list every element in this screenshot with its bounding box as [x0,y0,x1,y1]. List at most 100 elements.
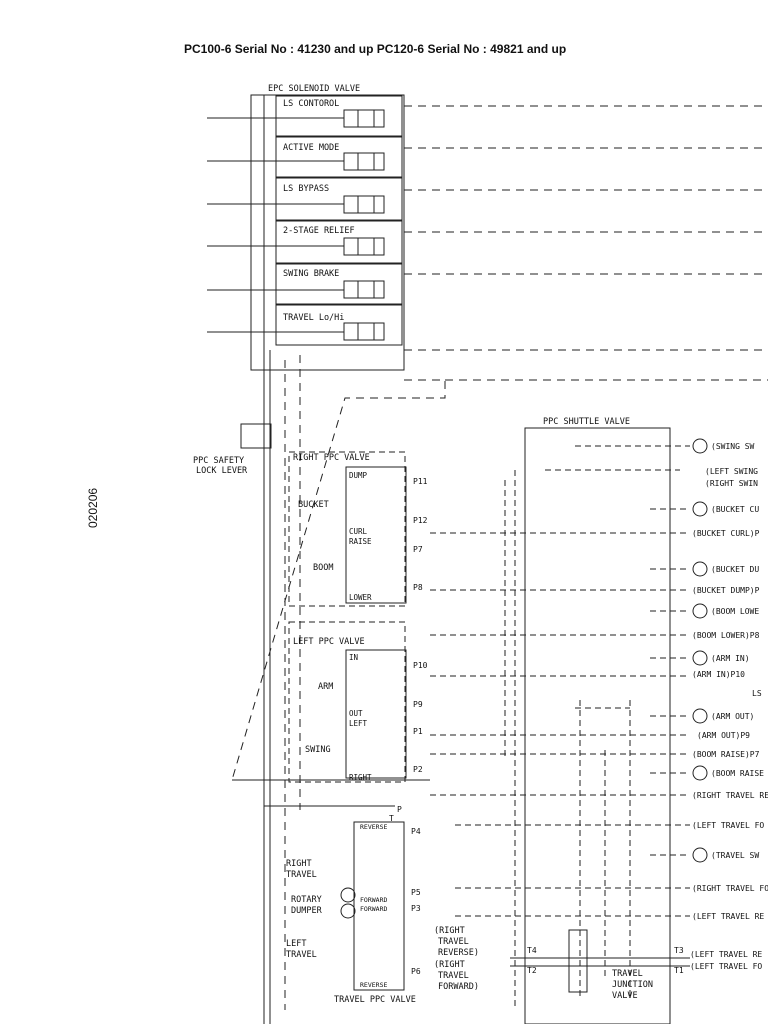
out-arm-out-sw: (ARM OUT) [711,712,754,721]
out-bucket-curl: (BUCKET CURL)P [692,529,760,538]
epc-inner-rows [275,95,403,346]
travel-label-3: ROTARY [291,895,322,905]
epc-row-2-stage-relief: 2-STAGE RELIEF [283,226,355,236]
out-right-travel-fwd: (RIGHT TRAVEL FO [692,884,768,893]
travel-box-forward-2: FORWARD [360,905,387,913]
rotary-dumper-bottom [340,903,356,919]
out-travel-sw: (TRAVEL SW [711,851,759,860]
junction-port-t3: T3 [674,946,684,955]
tp-label-p3: P3 [411,904,421,913]
left-ppc-body [345,649,407,779]
out-arm-in-sw: (ARM IN) [711,654,750,663]
arm-label: ARM [318,682,333,692]
supply-lines [232,95,430,1024]
swing-label: SWING [305,745,331,755]
junction-port-t2: T2 [527,966,537,975]
travel-note-5: TRAVEL [438,971,469,981]
p9-label: P9 [413,700,423,709]
page-title: PC100-6 Serial No : 41230 and up PC120-6… [184,42,567,56]
junction-port-t4: T4 [527,946,537,955]
out-left-travel-rev-2: (LEFT TRAVEL RE [690,950,762,959]
out-bucket-dump-sw: (BUCKET DU [711,565,759,574]
out-right-swing: (RIGHT SWIN [705,479,758,488]
travel-note-2: TRAVEL [438,937,469,947]
tp-label-p4: P4 [411,827,421,836]
p7-label: P7 [413,545,423,554]
out-right-travel-rev: (RIGHT TRAVEL RE [692,791,768,800]
shuttle-title: PPC SHUTTLE VALVE [543,417,630,427]
travel-label-4: DUMPER [291,906,323,916]
out-bucket-dump: (BUCKET DUMP)P [692,586,760,595]
p12-label: P12 [413,516,428,525]
shuttle-internal-lines [430,445,690,1010]
travel-label-2: TRAVEL [286,870,317,880]
out-arm-out: (ARM OUT)P9 [697,731,750,740]
out-bucket-curl-sw: (BUCKET CU [711,505,759,514]
safety-label-1: PPC SAFETY [193,456,244,466]
junction-port-t1: T1 [674,966,684,975]
right-ppc-title: RIGHT PPC VALVE [293,453,370,463]
pilot-lines [231,105,768,1010]
safety-lock-valve [240,423,272,449]
left-ppc-valve [288,621,406,783]
port-dump: DUMP [349,471,368,480]
left-ppc-title: LEFT PPC VALVE [293,637,365,647]
out-left-travel-rev: (LEFT TRAVEL RE [692,912,764,921]
out-swing-sw: (SWING SW [711,442,755,451]
travel-ppc-title: TRAVEL PPC VALVE [334,995,416,1005]
junction-label-2: JUNCTION [612,980,653,990]
port-raise: RAISE [349,537,372,546]
out-left-swing: (LEFT SWING [705,467,758,476]
port-right: RIGHT [349,773,372,782]
p8-label: P8 [413,583,423,592]
right-ppc-body [345,466,407,604]
travel-box-forward-1: FORWARD [360,896,387,904]
ppc-shuttle-valve [524,427,671,1024]
out-left-travel-fwd: (LEFT TRAVEL FO [692,821,764,830]
out-arm-in: (ARM IN)P10 [692,670,745,679]
out-ls: LS [752,689,762,698]
tp-label-p5: P5 [411,888,421,897]
travel-note-3: REVERSE) [438,948,479,958]
travel-note-6: FORWARD) [438,982,479,992]
p1-label: P1 [413,727,423,736]
epc-row-swing-brake: SWING BRAKE [283,269,339,279]
travel-note-1: (RIGHT [434,926,465,936]
shuttle-output-labels: (SWING SW (LEFT SWING (RIGHT SWIN (BUCKE… [690,442,768,971]
tp-label-p: P [397,805,402,814]
p11-label: P11 [413,477,428,486]
tp-label-p6: P6 [411,967,421,976]
out-boom-raise: (BOOM RAISE)P7 [692,750,760,759]
travel-junction-valve [568,929,588,993]
travel-note-4: (RIGHT [434,960,465,970]
junction-label-3: VALVE [612,991,638,1001]
epc-row-ls-bypass: LS BYPASS [283,184,329,194]
junction-label-1: TRAVEL [612,969,643,979]
safety-label-2: LOCK LEVER [196,466,248,476]
rotary-dumper-top [340,887,356,903]
travel-label-6: TRAVEL [286,950,317,960]
out-boom-raise-sw: (BOOM RAISE [711,769,764,778]
solenoid-input-lines [207,117,344,333]
port-left: LEFT [349,719,368,728]
pressure-switches [692,438,708,863]
epc-row-travel-lo-hi: TRAVEL Lo/Hi [283,313,344,323]
port-in: IN [349,653,358,662]
travel-box-reverse-2: REVERSE [360,981,387,989]
out-boom-lower: (BOOM LOWER)P8 [692,631,760,640]
epc-title: EPC SOLENOID VALVE [268,84,360,94]
out-left-travel-fwd-2: (LEFT TRAVEL FO [690,962,762,971]
port-lower: LOWER [349,593,372,602]
p10-label: P10 [413,661,428,670]
travel-box-reverse-1: REVERSE [360,823,387,831]
out-boom-lower-sw: (BOOM LOWE [711,607,759,616]
port-out: OUT [349,709,363,718]
travel-ppc-body [353,821,405,991]
travel-label-1: RIGHT [286,859,312,869]
epc-row-ls-control: LS CONTOROL [283,99,339,109]
travel-label-5: LEFT [286,939,306,949]
epc-row-active-mode: ACTIVE MODE [283,143,339,153]
port-curl: CURL [349,527,368,536]
bucket-label: BUCKET [298,500,329,510]
